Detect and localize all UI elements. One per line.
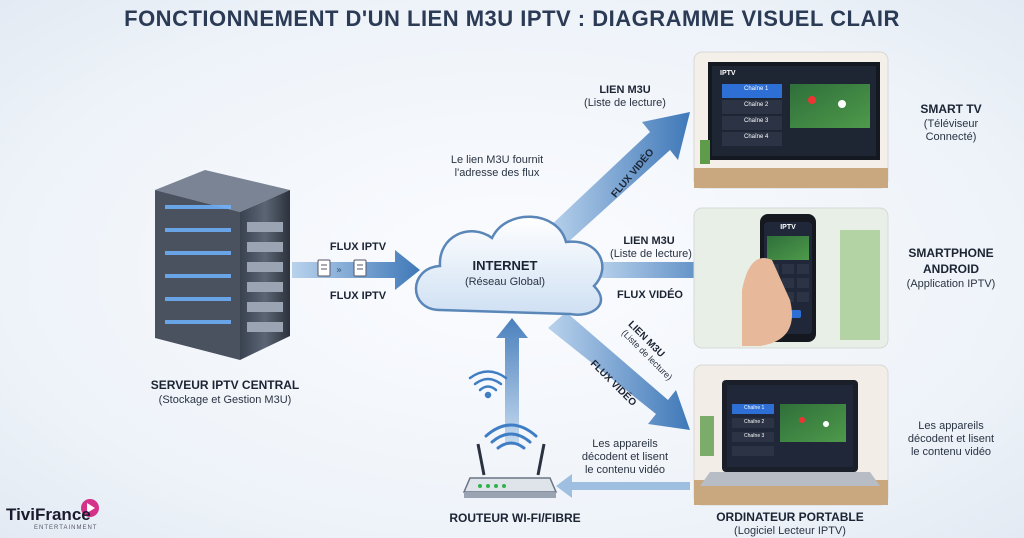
laptop-channel: Chaîne 3 xyxy=(744,433,765,439)
cloud-icon xyxy=(414,215,604,316)
tv-app-label: IPTV xyxy=(720,70,736,77)
tv-sublabel-2: Connecté) xyxy=(925,131,977,143)
arrow-laptop-to-router xyxy=(556,474,690,498)
smart-tv-image xyxy=(693,51,889,189)
router-note-line1: Les appareils xyxy=(592,438,658,450)
arrow-cloud-to-tv xyxy=(548,112,690,244)
phone-app-label: IPTV xyxy=(780,224,796,231)
right-note-line1: Les appareils xyxy=(918,420,984,432)
tv-channel: Chaîne 2 xyxy=(744,102,769,108)
brand-tagline: ENTERTAINMENT xyxy=(34,525,98,531)
server-sublabel: (Stockage et Gestion M3U) xyxy=(158,394,292,406)
laptop-label: ORDINATEUR PORTABLE xyxy=(716,510,864,524)
right-note-line3: le contenu vidéo xyxy=(910,446,992,458)
smartphone-image xyxy=(693,207,889,349)
arrow-router-to-cloud xyxy=(496,318,528,445)
tv-label: SMART TV xyxy=(920,102,982,116)
tv-sublabel-1: (Téléviseur xyxy=(923,118,979,130)
page-title: FONCTIONNEMENT D'UN LIEN M3U IPTV : DIAG… xyxy=(124,6,900,31)
phone-label-1: SMARTPHONE xyxy=(908,246,994,260)
phone-m3u-label: LIEN M3U xyxy=(623,235,675,247)
router-icon xyxy=(462,443,558,498)
laptop-channel: Chaîne 2 xyxy=(744,419,765,425)
cloud-sublabel: (Réseau Global) xyxy=(464,276,546,288)
logo-icon xyxy=(81,499,99,517)
right-note-line2: décodent et lisent xyxy=(907,433,995,445)
server-label: SERVEUR IPTV CENTRAL xyxy=(150,378,300,392)
cloud-label: INTERNET xyxy=(472,258,538,273)
router-label: ROUTEUR WI-FI/FIBRE xyxy=(449,511,581,525)
tv-note-line1: Le lien M3U fournit xyxy=(450,154,544,166)
arrow-cloud-to-laptop xyxy=(548,312,690,430)
tv-note-line2: l'adresse des flux xyxy=(454,167,540,179)
router-note-line2: décodent et lisent xyxy=(581,451,669,463)
phone-video-label: FLUX VIDÉO xyxy=(616,289,683,301)
laptop-sublabel: (Logiciel Lecteur IPTV) xyxy=(734,525,846,537)
server-icon xyxy=(155,170,290,360)
brand-logo: TiviFrance xyxy=(6,505,91,524)
phone-label-2: ANDROID xyxy=(923,262,979,276)
tv-channel: Chaîne 3 xyxy=(744,118,769,124)
svg-text:»: » xyxy=(336,265,342,276)
phone-m3u-sublabel: (Liste de lecture) xyxy=(610,248,692,260)
flux-iptv-bottom: FLUX IPTV xyxy=(329,290,387,302)
flux-iptv-top: FLUX IPTV xyxy=(329,241,387,253)
tv-channel: Chaîne 1 xyxy=(744,86,769,92)
laptop-channel: Chaîne 1 xyxy=(744,405,765,411)
tv-m3u-label: LIEN M3U xyxy=(599,84,651,96)
arrow-cloud-to-phone xyxy=(595,250,740,290)
laptop-image xyxy=(693,364,889,506)
document-icon: » xyxy=(317,259,367,277)
wifi-icon xyxy=(468,370,508,399)
phone-sublabel: (Application IPTV) xyxy=(906,278,996,290)
router-note-line3: le contenu vidéo xyxy=(584,464,666,476)
tv-m3u-sublabel: (Liste de lecture) xyxy=(584,97,666,109)
wifi-icon xyxy=(484,423,538,450)
tv-channel: Chaîne 4 xyxy=(744,134,769,140)
